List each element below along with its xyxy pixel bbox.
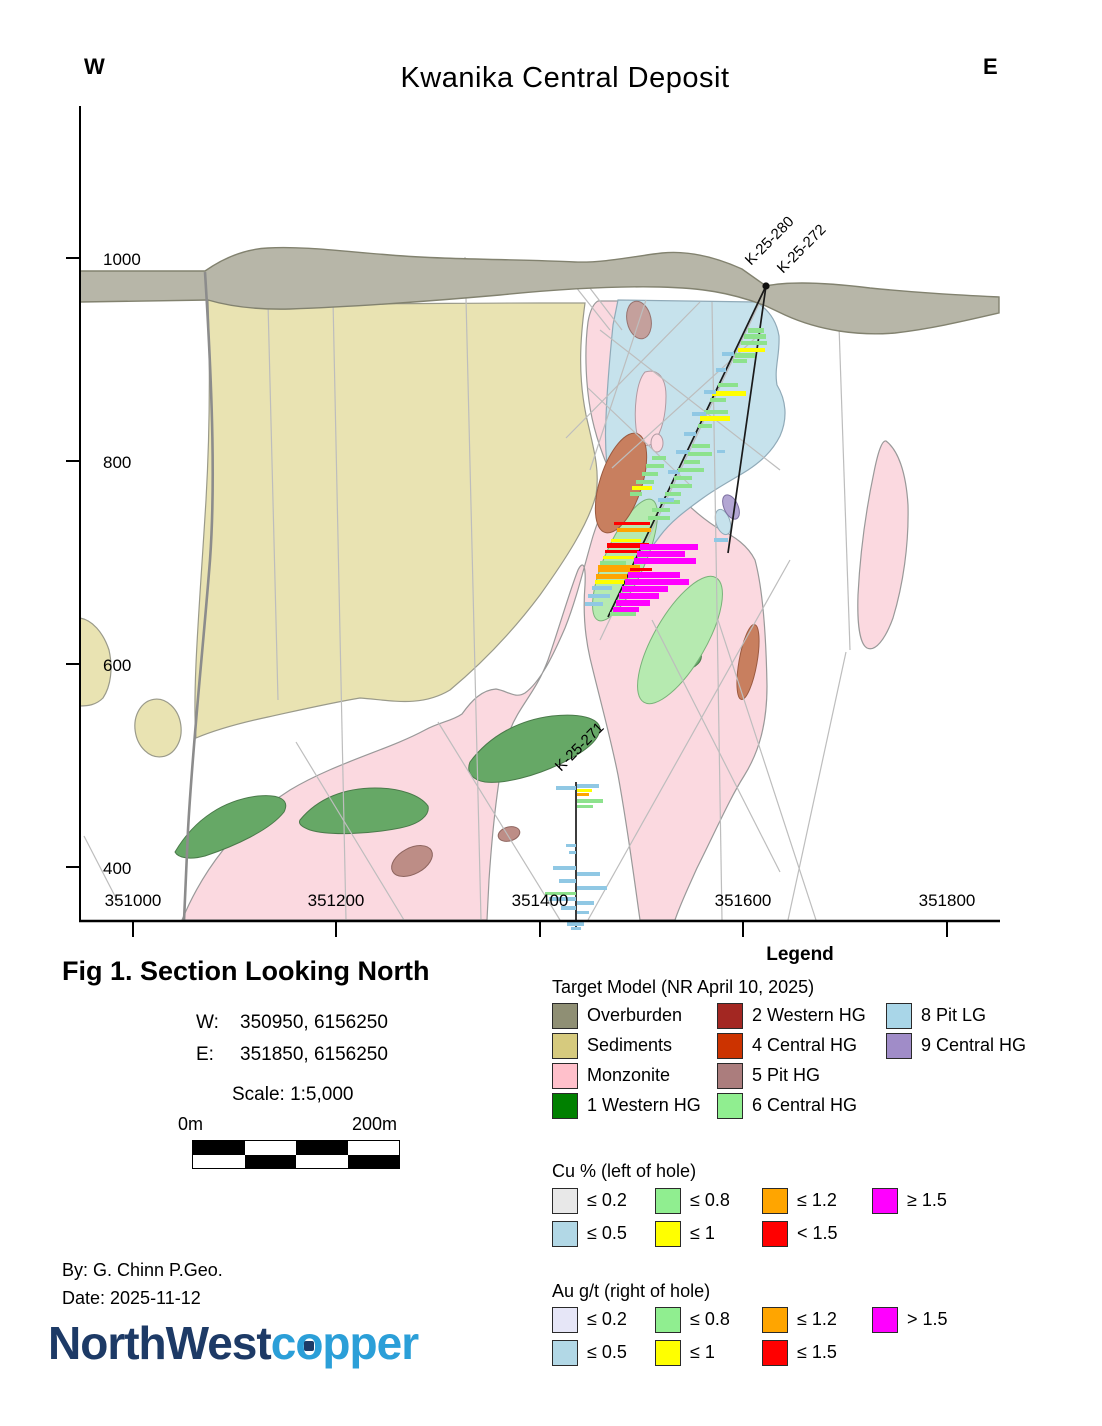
logo-copper-text: copper xyxy=(270,1317,419,1369)
scalebar-end-label: 200m xyxy=(352,1114,398,1134)
au-02-swatch xyxy=(552,1306,578,1333)
legend-item-sediments: Sediments xyxy=(552,1032,672,1059)
date-line: Date: 2025-11-12 xyxy=(62,1288,201,1308)
x-tick-351200: 351200 xyxy=(308,891,365,910)
sediments-swatch xyxy=(552,1032,578,1059)
cu-item-1: ≤ 1 xyxy=(655,1220,715,1247)
figure-caption: Fig 1. Section Looking North xyxy=(62,956,430,986)
cu-item-02: ≤ 0.2 xyxy=(552,1187,627,1214)
cu-ge15-swatch xyxy=(872,1187,898,1214)
legend-item-4-central-hg: 4 Central HG xyxy=(717,1032,857,1059)
east-coordinate-value: 351850, 6156250 xyxy=(240,1044,388,1065)
geology-overburden xyxy=(79,246,1000,335)
cu-item-lt15: < 1.5 xyxy=(762,1220,838,1247)
drill-collar-dot xyxy=(762,282,770,290)
west-coordinate-value: 350950, 6156250 xyxy=(240,1012,388,1033)
au-item-le15: ≤ 1.5 xyxy=(762,1339,837,1366)
cu-1-swatch xyxy=(655,1220,681,1247)
western-hg2-swatch xyxy=(717,1002,743,1029)
cross-section-plot: 1000 800 600 400 351000 351200 351400 35… xyxy=(66,106,1000,937)
logo-copper-o-icon: o xyxy=(295,1317,323,1369)
cu-12-swatch xyxy=(762,1187,788,1214)
au-item-02: ≤ 0.2 xyxy=(552,1306,627,1333)
section-title: Kwanika Central Deposit xyxy=(400,62,730,94)
central-hg9-swatch xyxy=(886,1032,912,1059)
geology-pit-lg xyxy=(604,299,786,558)
east-coordinate-row: E: 351850, 6156250 xyxy=(196,1044,388,1066)
major-fault-line xyxy=(182,271,215,922)
legend-title: Legend xyxy=(766,944,834,965)
cu-lt15-swatch xyxy=(762,1220,788,1247)
northwest-copper-logo: NorthWestcopper xyxy=(48,1316,419,1370)
cu-legend-title: Cu % (left of hole) xyxy=(552,1161,697,1181)
west-compass-label: W xyxy=(84,54,105,79)
legend-item-1-western-hg: 1 Western HG xyxy=(552,1092,701,1119)
axis-labels: 1000 800 600 400 351000 351200 351400 35… xyxy=(103,250,975,910)
central-hg4-swatch xyxy=(717,1032,743,1059)
au-item-08: ≤ 0.8 xyxy=(655,1306,730,1333)
pit-lg8-swatch xyxy=(886,1002,912,1029)
pit-hg5-swatch xyxy=(717,1062,743,1089)
au-item-05: ≤ 0.5 xyxy=(552,1339,627,1366)
geology-sediments xyxy=(79,299,598,758)
au-12-swatch xyxy=(762,1306,788,1333)
au-le15-swatch xyxy=(762,1339,788,1366)
legend-item-5-pit-hg: 5 Pit HG xyxy=(717,1062,820,1089)
y-tick-600: 600 xyxy=(103,656,131,675)
scalebar-start-label: 0m xyxy=(178,1114,204,1134)
au-item-1: ≤ 1 xyxy=(655,1339,715,1366)
cu-item-ge15: ≥ 1.5 xyxy=(872,1187,947,1214)
cu-item-08: ≤ 0.8 xyxy=(655,1187,730,1214)
legend-item-8-pit-lg: 8 Pit LG xyxy=(886,1002,986,1029)
au-gt15-swatch xyxy=(872,1306,898,1333)
x-tick-351600: 351600 xyxy=(715,891,772,910)
overburden-swatch xyxy=(552,1002,578,1029)
cu-02-swatch xyxy=(552,1187,578,1214)
cu-08-swatch xyxy=(655,1187,681,1214)
cu-item-05: ≤ 0.5 xyxy=(552,1220,627,1247)
monzonite-swatch xyxy=(552,1062,578,1089)
logo-northwest-text: NorthWest xyxy=(48,1317,272,1369)
axes xyxy=(66,106,1000,937)
x-tick-351400: 351400 xyxy=(512,891,569,910)
x-tick-351800: 351800 xyxy=(919,891,976,910)
au-08-swatch xyxy=(655,1306,681,1333)
assay-bars xyxy=(545,328,767,930)
author-line: By: G. Chinn P.Geo. xyxy=(62,1260,223,1280)
au-05-swatch xyxy=(552,1339,578,1366)
y-tick-800: 800 xyxy=(103,453,131,472)
scale-text: Scale: 1:5,000 xyxy=(232,1084,354,1105)
geology-pit-hg5 xyxy=(391,300,652,877)
x-tick-351000: 351000 xyxy=(105,891,162,910)
legend-item-9-central-hg: 9 Central HG xyxy=(886,1032,1026,1059)
west-coordinate-label: W: xyxy=(196,1012,219,1033)
au-legend-title: Au g/t (right of hole) xyxy=(552,1281,711,1301)
cu-05-swatch xyxy=(552,1220,578,1247)
au-1-swatch xyxy=(655,1339,681,1366)
legend-item-6-central-hg: 6 Central HG xyxy=(717,1092,857,1119)
target-model-title: Target Model (NR April 10, 2025) xyxy=(552,977,815,997)
western-hg1-swatch xyxy=(552,1092,578,1119)
legend-item-2-western-hg: 2 Western HG xyxy=(717,1002,866,1029)
central-hg6-swatch xyxy=(717,1092,743,1119)
cu-item-12: ≤ 1.2 xyxy=(762,1187,837,1214)
west-coordinate-row: W: 350950, 6156250 xyxy=(196,1012,388,1034)
legend-item-monzonite: Monzonite xyxy=(552,1062,670,1089)
au-item-12: ≤ 1.2 xyxy=(762,1306,837,1333)
east-compass-label: E xyxy=(983,54,998,79)
y-tick-1000: 1000 xyxy=(103,250,141,269)
east-coordinate-label: E: xyxy=(196,1044,214,1065)
scale-bar xyxy=(192,1140,400,1169)
au-item-gt15: > 1.5 xyxy=(872,1306,948,1333)
legend-item-overburden: Overburden xyxy=(552,1002,682,1029)
y-tick-400: 400 xyxy=(103,859,131,878)
